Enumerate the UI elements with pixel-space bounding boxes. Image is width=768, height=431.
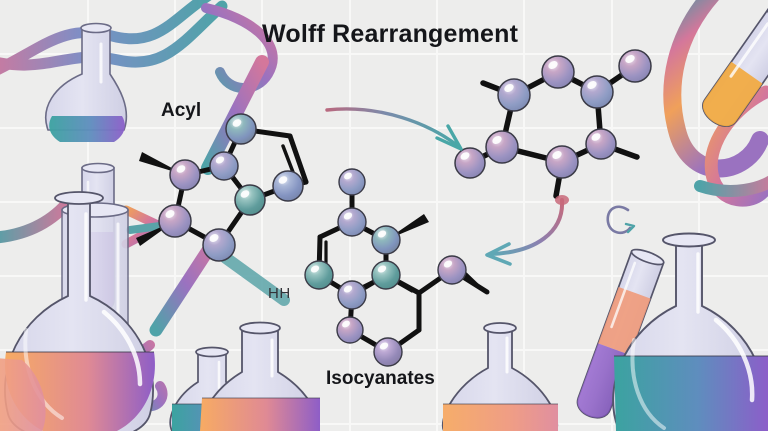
reverse-reaction-arrow xyxy=(485,195,569,266)
flask-top-left xyxy=(45,22,128,142)
test-tube-top-right xyxy=(702,7,768,128)
flask-isocyanate xyxy=(441,322,559,431)
acyl-specular-highlights xyxy=(165,119,288,242)
benzene-specular-highlights xyxy=(460,55,635,160)
ribbon-bottom-right xyxy=(694,175,768,197)
isocyanate-specular-highlights xyxy=(310,172,453,350)
isocyanate-molecule xyxy=(304,168,490,367)
electron-curl-icon xyxy=(606,205,636,235)
ribbon-top-right-loop xyxy=(663,0,768,178)
ribbon-top-left-upper xyxy=(0,0,212,75)
flask-bottom-right xyxy=(612,232,768,431)
benzene-product-molecule xyxy=(454,49,652,199)
ribbon-left-tail xyxy=(0,194,76,244)
benzene-atoms xyxy=(454,49,652,179)
flask-bottom-left xyxy=(0,358,46,431)
ribbon-top-left-hook xyxy=(201,3,278,93)
acyl-molecule xyxy=(136,113,309,262)
flask-center xyxy=(200,321,320,431)
ribbon-top-left-lower xyxy=(0,0,228,71)
forward-reaction-arrow xyxy=(325,107,463,151)
